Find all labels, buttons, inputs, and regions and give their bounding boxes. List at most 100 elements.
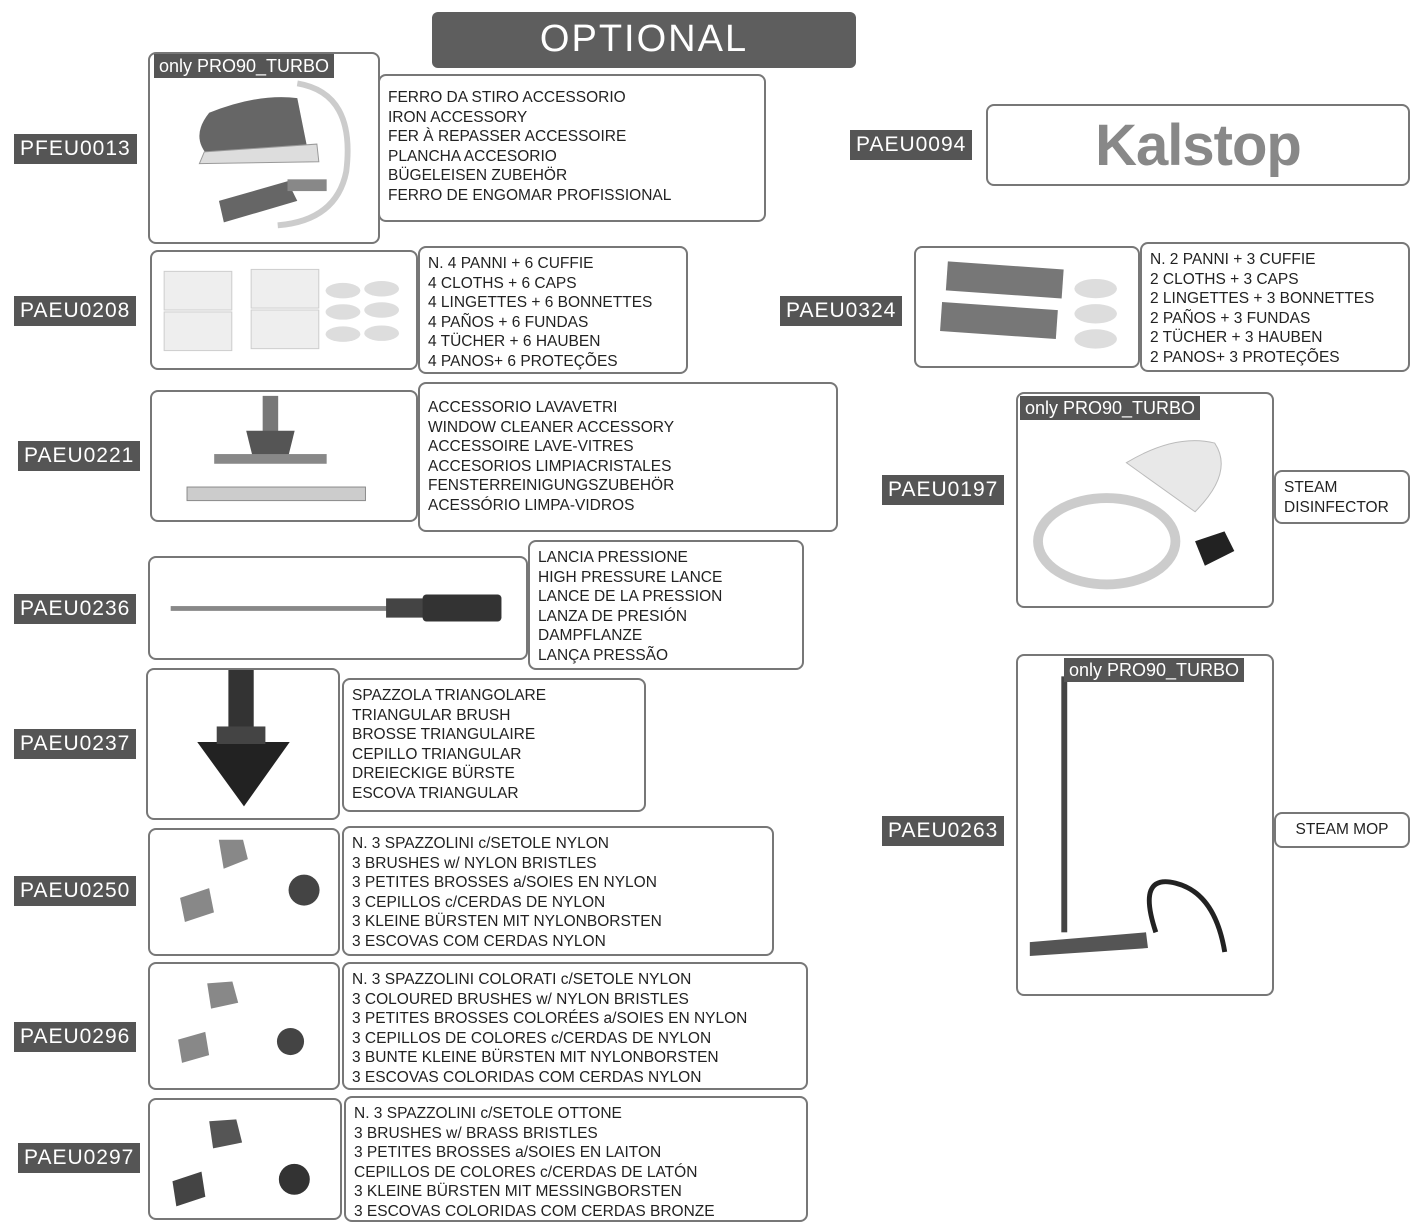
desc-line: N. 3 SPAZZOLINI c/SETOLE NYLON bbox=[352, 835, 609, 852]
product-description: N. 4 PANNI + 6 CUFFIE 4 CLOTHS + 6 CAPS … bbox=[418, 246, 688, 374]
desc-line: ESCOVA TRIANGULAR bbox=[352, 784, 519, 802]
desc-line: ACCESORIOS LIMPIACRISTALES bbox=[428, 457, 672, 475]
desc-line: 2 PAÑOS + 3 FUNDAS bbox=[1150, 309, 1311, 327]
desc-line: FERRO DE ENGOMAR PROFISSIONAL bbox=[388, 186, 672, 204]
desc-line: 3 BRUSHES w/ NYLON BRISTLES bbox=[352, 854, 597, 872]
desc-line: 3 PETITES BROSSES a/SOIES EN LAITON bbox=[354, 1144, 662, 1161]
desc-line: 2 LINGETTES + 3 BONNETTES bbox=[1150, 290, 1375, 307]
brass-brushes-icon bbox=[172, 1119, 310, 1207]
desc-line: 2 TÜCHER + 3 HAUBEN bbox=[1150, 329, 1323, 346]
product-code: PAEU0094 bbox=[850, 130, 973, 160]
iron-icon bbox=[198, 80, 351, 229]
desc-line: 3 ESCOVAS COLORIDAS COM CERDAS BRONZE bbox=[354, 1202, 715, 1220]
desc-line: LANÇA PRESSÃO bbox=[538, 646, 669, 664]
desc-line: 3 CEPILLOS DE COLORES c/CERDAS DE NYLON bbox=[352, 1029, 712, 1047]
desc-line: CEPILLOS DE COLORES c/CERDAS DE LATÓN bbox=[354, 1163, 698, 1181]
nylon-brushes-icon bbox=[180, 839, 320, 923]
product-description: N. 2 PANNI + 3 CUFFIE 2 CLOTHS + 3 CAPS … bbox=[1140, 242, 1410, 372]
product-image bbox=[148, 962, 340, 1090]
desc-line: N. 4 PANNI + 6 CUFFIE bbox=[428, 255, 594, 272]
desc-line: LANZA DE PRESIÓN bbox=[538, 607, 688, 625]
desc-line: IRON ACCESSORY bbox=[388, 108, 528, 126]
desc-line: 4 PAÑOS + 6 FUNDAS bbox=[428, 313, 589, 331]
desc-line: 4 TÜCHER + 6 HAUBEN bbox=[428, 333, 601, 350]
desc-line: TRIANGULAR BRUSH bbox=[352, 706, 511, 724]
product-code: PAEU0236 bbox=[14, 594, 137, 624]
desc-line: 3 PETITES BROSSES COLORÉES a/SOIES EN NY… bbox=[352, 1010, 748, 1027]
desc-line: CEPILLO TRIANGULAR bbox=[352, 745, 522, 763]
desc-line: FER À REPASSER ACCESSOIRE bbox=[388, 128, 627, 145]
product-description: N. 3 SPAZZOLINI c/SETOLE NYLON 3 BRUSHES… bbox=[342, 826, 774, 956]
desc-line: WINDOW CLEANER ACCESSORY bbox=[428, 418, 675, 436]
desc-line: DREIECKIGE BÜRSTE bbox=[352, 765, 515, 782]
desc-line: STEAM bbox=[1284, 479, 1338, 496]
pressure-lance-icon bbox=[170, 594, 502, 622]
desc-line: 4 LINGETTES + 6 BONNETTES bbox=[428, 294, 653, 311]
desc-line: 3 PETITES BROSSES a/SOIES EN NYLON bbox=[352, 874, 657, 891]
desc-line: PLANCHA ACCESORIO bbox=[388, 147, 557, 165]
product-code: PAEU0250 bbox=[14, 876, 137, 906]
desc-line: DISINFECTOR bbox=[1284, 498, 1389, 516]
product-code: PAEU0296 bbox=[14, 1022, 137, 1052]
product-code: PAEU0237 bbox=[14, 729, 137, 759]
desc-line: 3 CEPILLOS c/CERDAS DE NYLON bbox=[352, 893, 606, 911]
product-image bbox=[148, 828, 340, 956]
product-description: STEAM DISINFECTOR bbox=[1274, 470, 1410, 524]
desc-line: N. 3 SPAZZOLINI COLORATI c/SETOLE NYLON bbox=[352, 971, 692, 988]
product-description: N. 3 SPAZZOLINI c/SETOLE OTTONE 3 BRUSHE… bbox=[344, 1096, 808, 1222]
product-code: PAEU0197 bbox=[882, 475, 1005, 505]
desc-line: N. 3 SPAZZOLINI c/SETOLE OTTONE bbox=[354, 1105, 622, 1122]
desc-line: SPAZZOLA TRIANGOLARE bbox=[352, 687, 547, 704]
product-image bbox=[148, 1098, 342, 1220]
steam-mop-icon bbox=[1029, 676, 1228, 956]
steam-disinfector-icon bbox=[1033, 440, 1235, 590]
product-code: PAEU0297 bbox=[18, 1143, 141, 1173]
product-image bbox=[148, 52, 380, 244]
product-image bbox=[150, 250, 418, 370]
kalstop-logo: Kalstop bbox=[1095, 112, 1302, 178]
product-description: SPAZZOLA TRIANGOLARE TRIANGULAR BRUSH BR… bbox=[342, 678, 646, 812]
desc-line: 4 CLOTHS + 6 CAPS bbox=[428, 274, 577, 292]
cloths-caps-icon bbox=[940, 261, 1117, 349]
desc-line: BÜGELEISEN ZUBEHÖR bbox=[388, 167, 568, 184]
desc-line: 3 ESCOVAS COM CERDAS NYLON bbox=[352, 932, 606, 950]
desc-line: N. 2 PANNI + 3 CUFFIE bbox=[1150, 251, 1316, 268]
product-image bbox=[1016, 654, 1274, 996]
pro90-turbo-badge: only PRO90_TURBO bbox=[1020, 396, 1201, 420]
kalstop-logo-box: Kalstop bbox=[986, 104, 1410, 186]
product-image bbox=[150, 390, 418, 522]
product-description: FERRO DA STIRO ACCESSORIO IRON ACCESSORY… bbox=[378, 74, 766, 222]
product-description: ACCESSORIO LAVAVETRI WINDOW CLEANER ACCE… bbox=[418, 382, 838, 532]
product-image bbox=[148, 556, 528, 660]
desc-line: FENSTERREINIGUNGSZUBEHÖR bbox=[428, 477, 675, 494]
cloths-caps-icon bbox=[163, 268, 400, 352]
product-image bbox=[146, 668, 340, 820]
desc-line: 2 PANOS+ 3 PROTEÇÕES bbox=[1150, 348, 1340, 366]
product-code: PAEU0324 bbox=[780, 296, 903, 326]
desc-line: 3 KLEINE BÜRSTEN MIT MESSINGBORSTEN bbox=[354, 1183, 682, 1200]
desc-line: 3 ESCOVAS COLORIDAS COM CERDAS NYLON bbox=[352, 1068, 702, 1086]
product-code: PAEU0208 bbox=[14, 296, 137, 326]
pro90-turbo-badge: only PRO90_TURBO bbox=[154, 54, 335, 78]
product-code: PFEU0013 bbox=[14, 134, 137, 164]
coloured-brushes-icon bbox=[178, 981, 305, 1063]
desc-line: 3 KLEINE BÜRSTEN MIT NYLONBORSTEN bbox=[352, 913, 662, 930]
desc-line: LANCE DE LA PRESSION bbox=[538, 588, 723, 605]
product-image bbox=[914, 246, 1140, 368]
product-image bbox=[1016, 392, 1274, 608]
desc-line: 3 BRUSHES w/ BRASS BRISTLES bbox=[354, 1124, 598, 1142]
desc-line: DAMPFLANZE bbox=[538, 627, 643, 644]
page-title: OPTIONAL bbox=[432, 12, 856, 68]
window-cleaner-icon bbox=[186, 395, 366, 502]
desc-line: BROSSE TRIANGULAIRE bbox=[352, 726, 536, 743]
desc-line: 4 PANOS+ 6 PROTEÇÕES bbox=[428, 352, 618, 370]
desc-line: LANCIA PRESSIONE bbox=[538, 549, 688, 566]
desc-line: 2 CLOTHS + 3 CAPS bbox=[1150, 270, 1299, 288]
triangular-brush-icon bbox=[197, 670, 290, 807]
desc-line: ACCESSOIRE LAVE-VITRES bbox=[428, 438, 634, 455]
desc-line: FERRO DA STIRO ACCESSORIO bbox=[388, 89, 626, 106]
desc-line: ACESSÓRIO LIMPA-VIDROS bbox=[428, 496, 635, 514]
desc-line: HIGH PRESSURE LANCE bbox=[538, 568, 723, 586]
desc-line: ACCESSORIO LAVAVETRI bbox=[428, 399, 618, 416]
product-code: PAEU0263 bbox=[882, 816, 1005, 846]
